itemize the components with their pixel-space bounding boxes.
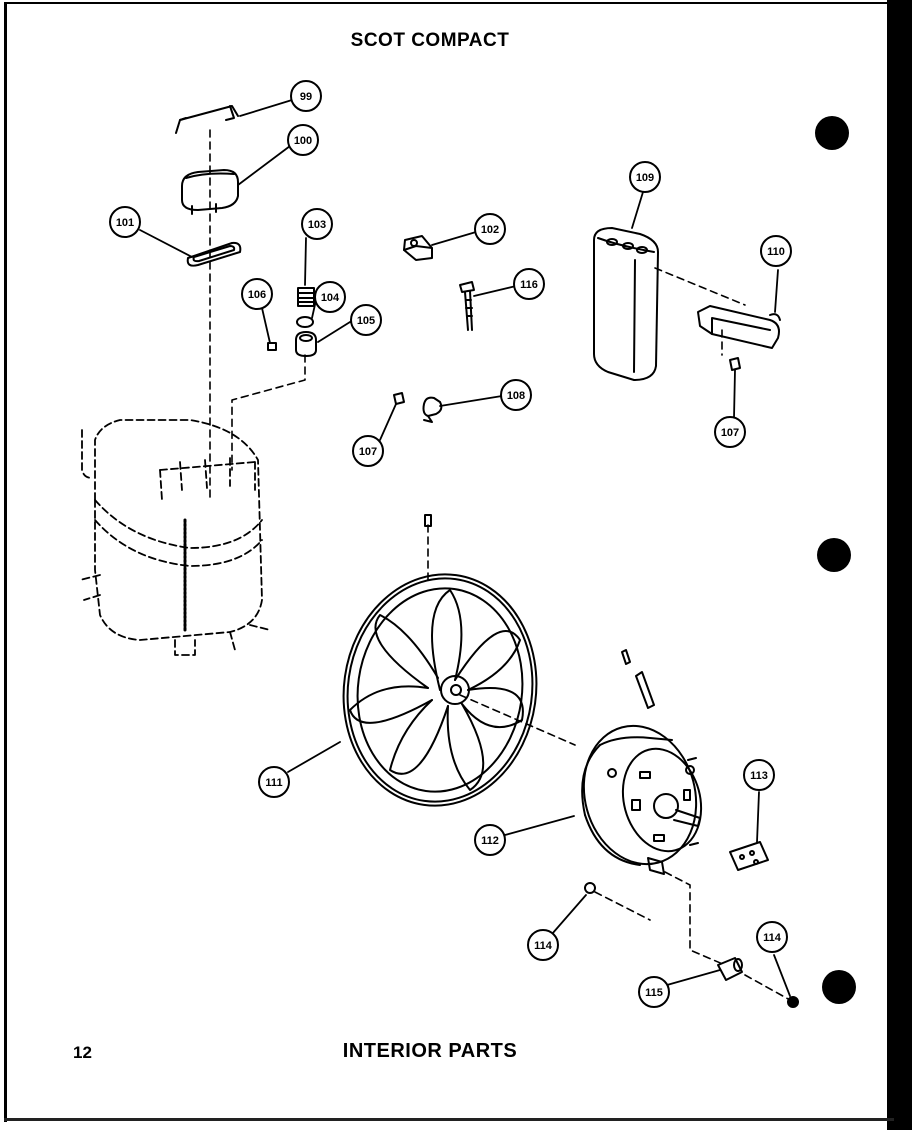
part-114-nut-right (787, 996, 799, 1008)
part-115-spacer (717, 957, 743, 981)
callout-113: 113 (743, 759, 775, 791)
section-title: INTERIOR PARTS (342, 1040, 518, 1062)
compressor-outline (79, 419, 271, 656)
part-107-screw-right (729, 357, 741, 371)
part-107-screw-left (393, 392, 405, 405)
svg-text:116: 116 (520, 279, 538, 291)
callout-114-right: 114 (756, 921, 788, 953)
svg-text:107: 107 (359, 446, 377, 458)
part-99-clip (175, 105, 239, 134)
svg-text:115: 115 (645, 987, 663, 999)
part-105-grommet (295, 331, 317, 357)
part-109-capacitor (593, 227, 659, 381)
callout-107-right: 107 (714, 416, 746, 448)
callout-109: 109 (629, 161, 661, 193)
page-number: 12 (73, 1043, 92, 1062)
part-114-nut-left (584, 882, 596, 894)
svg-text:102: 102 (481, 224, 499, 236)
callout-102: 102 (474, 213, 506, 245)
svg-text:104: 104 (321, 292, 340, 304)
page-edge-bar (887, 0, 912, 1130)
svg-text:111: 111 (265, 777, 282, 789)
callout-116: 116 (513, 268, 545, 300)
binder-hole-middle (817, 538, 851, 572)
svg-text:105: 105 (357, 315, 375, 327)
part-101-gasket (186, 241, 242, 267)
svg-text:108: 108 (507, 390, 525, 402)
callout-99: 99 (290, 80, 322, 112)
callout-107-left: 107 (352, 435, 384, 467)
svg-text:112: 112 (481, 835, 499, 847)
callout-103: 103 (301, 208, 333, 240)
svg-text:103: 103 (308, 219, 326, 231)
callout-106: 106 (241, 278, 273, 310)
callout-105: 105 (350, 304, 382, 336)
callout-110: 110 (760, 235, 792, 267)
callout-101: 101 (109, 206, 141, 238)
callout-104: 104 (314, 281, 346, 313)
part-106-screw (267, 342, 277, 351)
binder-hole-top (815, 116, 849, 150)
part-100-terminal-cover (181, 169, 239, 215)
svg-text:114: 114 (763, 932, 782, 944)
part-102-clip (403, 235, 433, 261)
binder-hole-bottom (822, 970, 856, 1004)
callout-100: 100 (287, 124, 319, 156)
svg-text:100: 100 (294, 135, 312, 147)
callout-108: 108 (500, 379, 532, 411)
fan-set-screw (424, 514, 432, 527)
callout-leader-lines (139, 99, 791, 997)
part-103-spring (297, 287, 315, 307)
callout-112: 112 (474, 824, 506, 856)
svg-text:101: 101 (116, 217, 134, 229)
part-116-bolt (459, 281, 475, 331)
part-110-bracket (697, 305, 781, 349)
svg-text:106: 106 (248, 289, 266, 301)
callout-115: 115 (638, 976, 670, 1008)
svg-text:107: 107 (721, 427, 739, 439)
svg-text:113: 113 (750, 770, 768, 782)
part-104-washer (296, 316, 314, 328)
assembly-guide-lines (209, 129, 791, 1001)
svg-text:110: 110 (767, 246, 785, 258)
part-112-fan-motor (581, 649, 703, 875)
part-108-clamp (422, 396, 443, 423)
page-title: SCOT COMPACT (350, 30, 510, 51)
page-border (4, 2, 890, 1122)
callout-114-left: 114 (527, 929, 559, 961)
svg-text:99: 99 (300, 91, 312, 103)
page-bottom-edge (4, 1118, 894, 1121)
part-111-fan-blade (342, 573, 538, 807)
callout-111: 111 (258, 766, 290, 798)
svg-text:109: 109 (636, 172, 654, 184)
part-113-terminal-plate (729, 841, 769, 871)
svg-text:114: 114 (534, 940, 553, 952)
